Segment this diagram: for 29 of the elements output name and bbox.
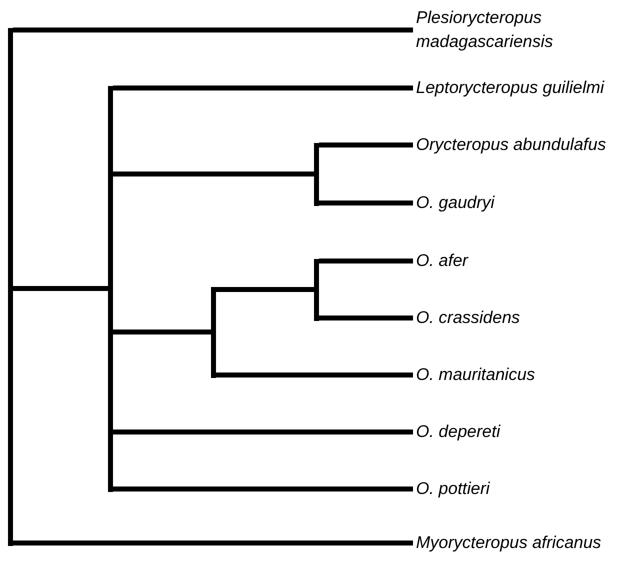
branch-line [13,28,413,32]
taxon-label: Orycteropus abundulafus [416,134,606,156]
branch-line [216,372,413,378]
branch-line [216,287,314,292]
branch-line [113,486,413,492]
taxon-label: O. gaudryi [416,192,494,214]
branch-line [319,142,413,148]
branch-node-bar [8,28,13,546]
branch-line [319,258,413,264]
branch-line [113,172,314,176]
taxon-label: O. depereti [416,421,500,443]
taxon-label: Leptorycteropus guilielmi [416,77,604,99]
branch-line [113,330,211,334]
branch-line [113,86,413,90]
branch-line [319,316,413,320]
branch-line [319,200,413,206]
taxon-label: O. afer [416,250,468,272]
branch-node-bar [314,142,319,206]
branch-line [13,540,413,546]
branch-node-bar [108,86,113,492]
branch-line [113,430,413,434]
taxon-label: Myorycteropus africanus [416,532,602,554]
branch-line [13,286,108,291]
taxon-label: Plesiorycteropus madagascariensis [416,7,554,53]
branch-node-bar [314,258,319,320]
taxon-label: O. pottieri [416,478,490,500]
taxon-label: O. mauritanicus [416,364,536,386]
taxon-label: O. crassidens [416,307,520,329]
branch-node-bar [211,286,216,378]
